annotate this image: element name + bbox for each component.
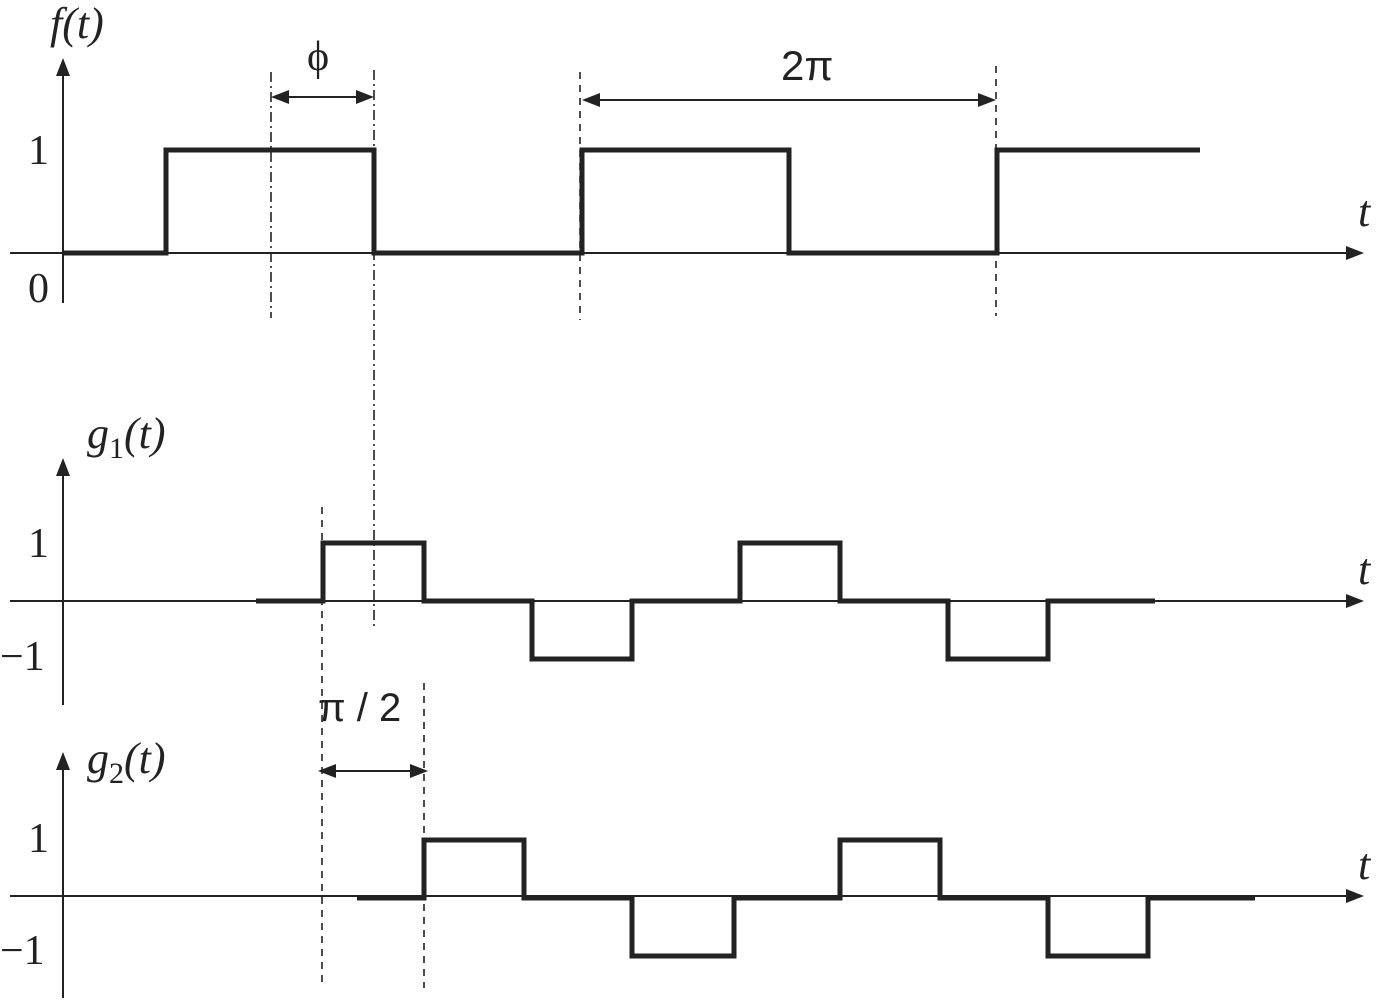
- g1-panel: g1(t) 1 −1 t: [0, 409, 1372, 988]
- f-tick-one: 1: [28, 128, 49, 174]
- f-tick-zero: 0: [28, 266, 49, 312]
- f-axis-label: f(t): [50, 0, 104, 48]
- phi-arrow-left: [271, 90, 289, 104]
- g2-axis-label: g2(t): [87, 734, 166, 790]
- f-square-wave: [63, 147, 1200, 256]
- phi-arrow-right: [356, 90, 374, 104]
- g2-y-arrowhead: [56, 752, 70, 770]
- g2-square-wave: [357, 837, 1255, 959]
- g2-x-arrowhead: [1346, 889, 1364, 903]
- shift-label: π / 2: [318, 686, 401, 730]
- phi-label: ϕ: [307, 34, 329, 80]
- g2-t-axis-label: t: [1358, 840, 1372, 889]
- f-t-axis-label: t: [1358, 187, 1372, 236]
- period-label: 2π: [781, 42, 833, 89]
- shift-arrow-left: [318, 764, 336, 778]
- shift-arrow-right: [410, 764, 428, 778]
- g1-y-arrowhead: [56, 458, 70, 476]
- g2-tick-minus-one: −1: [0, 928, 45, 974]
- f-y-arrowhead: [56, 58, 70, 76]
- g1-square-wave: [256, 540, 1155, 662]
- g2-panel: g2(t) 1 −1 t π / 2: [0, 686, 1372, 998]
- g1-axis-label: g1(t): [87, 409, 166, 465]
- g1-x-arrowhead: [1346, 594, 1364, 608]
- period-arrow-right: [978, 93, 996, 107]
- g1-t-axis-label: t: [1358, 545, 1372, 594]
- period-arrow-left: [582, 93, 600, 107]
- g1-tick-minus-one: −1: [0, 634, 45, 680]
- g2-tick-one: 1: [28, 816, 49, 862]
- g1-tick-one: 1: [28, 521, 49, 567]
- f-x-arrowhead: [1346, 246, 1364, 260]
- f-panel: f(t) 1 0 t ϕ 2π: [10, 0, 1372, 628]
